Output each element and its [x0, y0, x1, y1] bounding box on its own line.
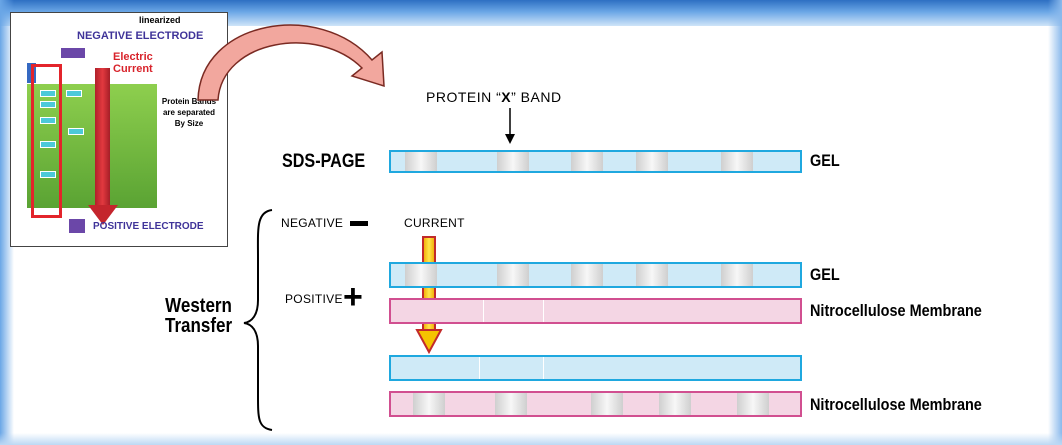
inset-linearized-label: linearized	[139, 15, 181, 25]
gel-band	[497, 264, 529, 286]
bottom-edge-gradient	[0, 433, 1062, 445]
membrane-band	[659, 393, 691, 415]
gel-label-western: GEL	[810, 265, 840, 284]
inset-protein-band	[66, 90, 82, 97]
inset-lane-highlight	[31, 64, 62, 218]
current-label: CURRENT	[404, 216, 465, 230]
gel-band	[636, 264, 668, 286]
inset-negative-electrode-block	[61, 48, 85, 58]
band-label-suffix: ” BAND	[511, 89, 562, 105]
gel-band	[405, 264, 437, 286]
strip-divider	[483, 300, 484, 322]
inset-positive-electrode-block	[69, 219, 85, 233]
sds-page-label: SDS-PAGE	[282, 151, 366, 172]
inset-protein-band	[68, 128, 84, 135]
gel-band	[405, 152, 437, 171]
gel-band	[497, 152, 529, 171]
gel-band	[571, 264, 603, 286]
western-line2: Transfer	[165, 315, 233, 337]
western-line1: Western	[165, 295, 232, 317]
western-transfer-brace	[243, 209, 273, 431]
membrane-band	[737, 393, 769, 415]
right-edge-gradient	[1048, 0, 1062, 445]
band-label-x: X	[501, 89, 512, 105]
strip-divider	[543, 300, 544, 322]
gel-band	[721, 152, 753, 171]
sds-page-gel-strip	[389, 150, 802, 173]
inset-electric-current-label: Electric Current	[113, 51, 153, 75]
inset-protein-band	[40, 171, 56, 178]
protein-band-pointer-head	[505, 134, 515, 144]
gel-strip-after	[389, 355, 802, 381]
gel-label-top: GEL	[810, 151, 840, 170]
band-label-prefix: PROTEIN “	[426, 89, 502, 105]
membrane-band	[591, 393, 623, 415]
inset-protein-band	[40, 141, 56, 148]
membrane-band	[495, 393, 527, 415]
inset-negative-electrode-label: NEGATIVE ELECTRODE	[77, 30, 204, 42]
gel-band	[721, 264, 753, 286]
membrane-label-2: Nitrocellulose Membrane	[810, 395, 982, 414]
plus-sign: +	[343, 278, 363, 316]
inset-protein-band	[40, 90, 56, 97]
membrane-strip-before	[389, 298, 802, 324]
curved-transfer-arrow	[197, 24, 385, 101]
inset-current-arrow-shaft	[95, 68, 110, 206]
gel-band	[636, 152, 668, 171]
membrane-strip-after	[389, 391, 802, 417]
protein-x-band-label: PROTEIN “X” BAND	[426, 89, 562, 105]
inset-protein-band	[40, 101, 56, 108]
western-gel-strip	[389, 262, 802, 288]
strip-divider	[479, 357, 480, 379]
western-transfer-label: Western Transfer	[165, 296, 232, 336]
membrane-band	[413, 393, 445, 415]
positive-label: POSITIVE	[285, 292, 343, 306]
gel-band	[571, 152, 603, 171]
inset-protein-band	[40, 117, 56, 124]
electrophoresis-inset: linearized NEGATIVE ELECTRODE Electric C…	[10, 12, 228, 247]
inset-positive-electrode-label: POSITIVE ELECTRODE	[93, 221, 204, 232]
current-arrow-head	[415, 329, 443, 355]
negative-label: NEGATIVE	[281, 216, 344, 230]
strip-divider	[543, 357, 544, 379]
membrane-label-1: Nitrocellulose Membrane	[810, 301, 982, 320]
minus-sign	[350, 221, 368, 226]
inset-side-note: Protein Bands are separated By Size	[161, 97, 217, 128]
inset-current-arrow-head	[88, 205, 118, 225]
